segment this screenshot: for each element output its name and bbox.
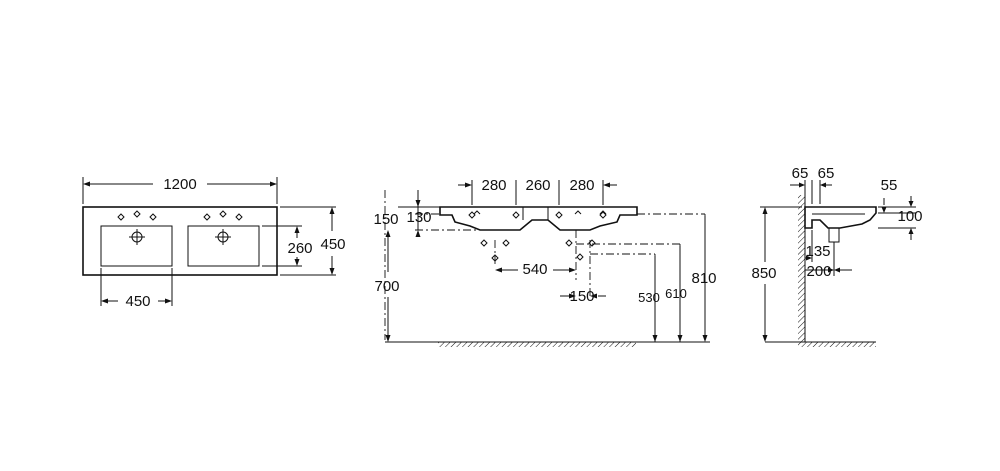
dim-height-810-label: 810: [691, 270, 716, 287]
dim-waste-spacing-label: 540: [522, 261, 547, 278]
wall-hatch: [798, 195, 805, 342]
left-bowl: [100, 225, 173, 267]
dim-rim-thickness-label: 150: [373, 211, 398, 228]
fitting-markers-icon: [468, 211, 607, 262]
dim-200-label: 200: [806, 263, 831, 280]
side-view: 65 65 55 100 850 135 200: [751, 165, 923, 347]
dim-tap-spacing-right-label: 280: [569, 177, 594, 194]
dim-waste-offset-label: 150: [569, 288, 594, 305]
dim-bowl-spacing-label: 450: [125, 293, 150, 310]
basin-profile: [439, 206, 638, 231]
floor-hatch: [438, 342, 636, 347]
dim-bowl-depth-label: 260: [287, 240, 312, 257]
dim-135-label: 135: [805, 243, 830, 260]
dim-tap-spacing-left-label: 280: [481, 177, 506, 194]
right-tap-holes-icon: [203, 210, 243, 221]
dim-height-850-label: 850: [751, 265, 776, 282]
basin-side-profile: [804, 206, 877, 229]
basin-outline: [82, 206, 278, 276]
left-drain-icon: [129, 229, 145, 245]
dim-tap-spacing-center-label: 260: [525, 177, 550, 194]
front-view: 280 260 280 150 130 700 540 150 530 610 …: [373, 177, 717, 347]
dim-rim-height-label: 55: [881, 177, 898, 194]
dim-depth-label: 450: [320, 236, 345, 253]
top-view: 1200 450 260 450: [82, 176, 346, 310]
dim-mounting-height-label: 700: [374, 278, 399, 295]
dim-basin-height-label: 100: [897, 208, 922, 225]
dim-height-610-label: 610: [665, 286, 687, 301]
dim-width-label: 1200: [163, 176, 196, 193]
dim-wall-gap-a-label: 65: [792, 165, 809, 182]
left-tap-holes-icon: [117, 210, 157, 221]
dim-height-530-label: 530: [638, 290, 660, 305]
dim-wall-gap-b-label: 65: [818, 165, 835, 182]
right-bowl: [187, 225, 260, 267]
dim-bowl-offset-label: 130: [406, 209, 431, 226]
right-drain-icon: [215, 229, 231, 245]
